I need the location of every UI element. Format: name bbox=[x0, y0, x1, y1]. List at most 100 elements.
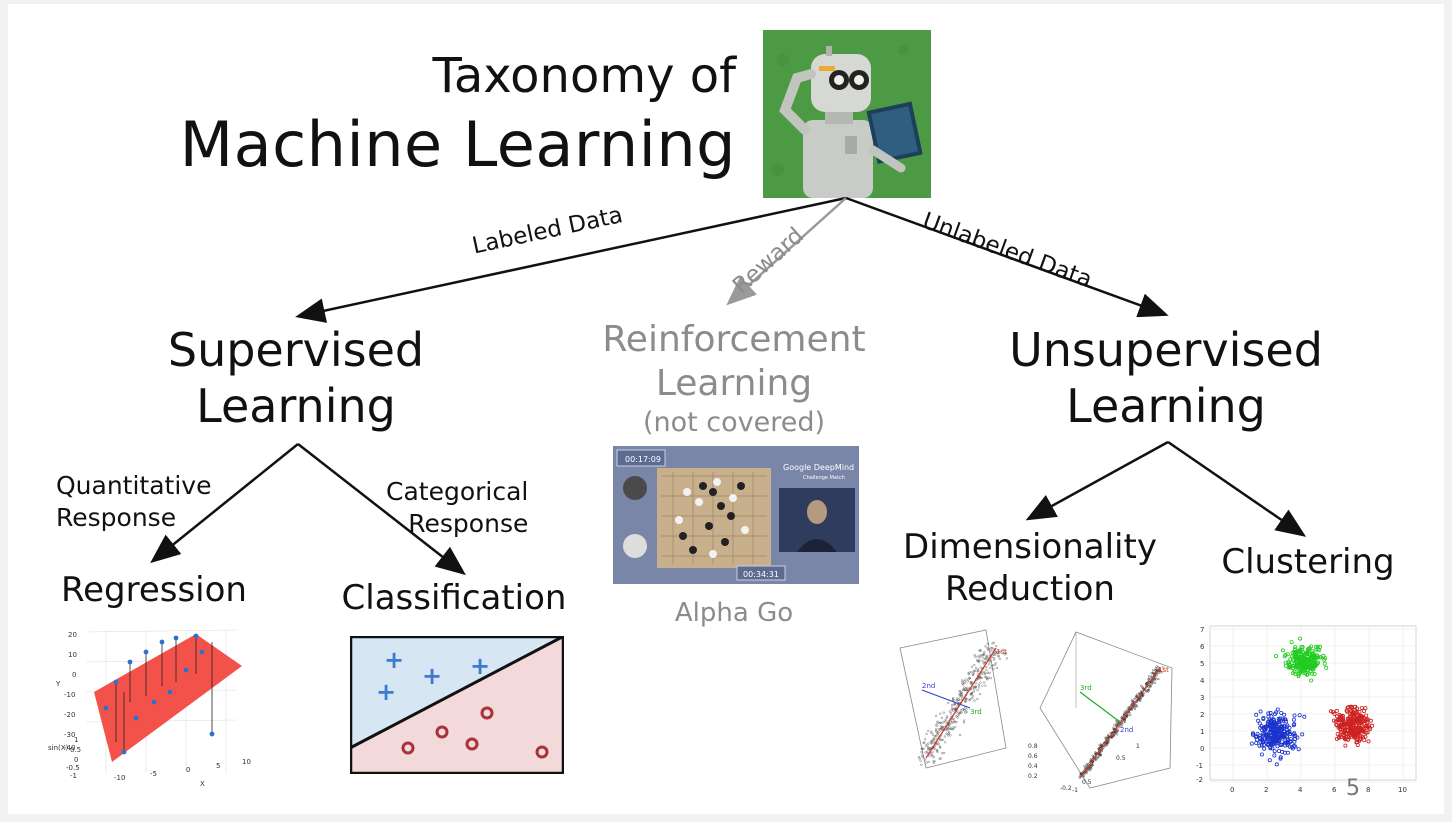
cluster-xtick: 0 bbox=[1230, 786, 1234, 794]
reg-ytick: -20 bbox=[64, 711, 75, 719]
cluster-xtick: 8 bbox=[1366, 786, 1370, 794]
pca1-label-1st: 1st bbox=[996, 648, 1007, 656]
regression-plot: 20 10 0 -1 0 -20 -30 -40 Y sin(X) 1 0.5 0… bbox=[46, 622, 256, 790]
unsupervised-line2: Learning bbox=[1066, 379, 1266, 433]
supervised-line2: Learning bbox=[196, 379, 396, 433]
robot-illustration bbox=[763, 30, 931, 198]
cluster-ytick: 1 bbox=[1200, 728, 1204, 736]
pca2-tick: 1 bbox=[1136, 743, 1140, 750]
reg-xtick: 0 bbox=[186, 766, 190, 774]
title-line1: Taxonomy of bbox=[432, 48, 736, 104]
node-unsupervised: Unsupervised Learning bbox=[1009, 322, 1323, 434]
classification-plot: + + + + bbox=[349, 634, 565, 775]
cluster-ytick: 5 bbox=[1200, 660, 1204, 668]
plus-marker: + bbox=[384, 646, 404, 674]
reg-xlabel: X bbox=[200, 780, 205, 788]
reg-xtick: 10 bbox=[242, 758, 251, 766]
reg-ztick: -1 bbox=[70, 772, 77, 780]
edge-label-quantitative: Quantitative Response bbox=[56, 470, 211, 534]
pca-plot-2: 3rd 1st 2nd 0.8 0.6 0.4 0.2 0.5 -0.2 1 0… bbox=[1020, 628, 1180, 794]
node-regression: Regression bbox=[61, 570, 247, 610]
pca2-tick: 0.6 bbox=[1028, 753, 1038, 760]
reinforcement-note: (not covered) bbox=[642, 407, 826, 438]
quantitative-line2: Response bbox=[56, 503, 177, 532]
node-clustering: Clustering bbox=[1221, 542, 1395, 582]
node-reinforcement: Reinforcement Learning (not covered) bbox=[602, 318, 865, 440]
pca-plot-2-svg: 3rd 1st 2nd 0.8 0.6 0.4 0.2 0.5 -0.2 1 0… bbox=[1028, 631, 1173, 794]
reg-ytick: 20 bbox=[68, 631, 77, 639]
arrow-labeled bbox=[295, 196, 847, 323]
reinforcement-line2: Learning bbox=[655, 363, 813, 404]
cluster-xtick: 6 bbox=[1332, 786, 1337, 794]
cluster-ytick: 6 bbox=[1200, 643, 1205, 651]
categorical-line2: Response bbox=[408, 509, 529, 538]
unsupervised-line1: Unsupervised bbox=[1009, 323, 1323, 377]
cluster-ytick: 2 bbox=[1200, 711, 1204, 719]
slide: Taxonomy of Machine Learning bbox=[8, 4, 1444, 814]
cluster-ytick: 0 bbox=[1200, 745, 1204, 753]
pca2-label-3rd: 3rd bbox=[1080, 684, 1092, 692]
cluster-xtick: 2 bbox=[1264, 786, 1268, 794]
cluster-xtick: 4 bbox=[1298, 786, 1303, 794]
alphago-screen: 00:17:09 Google DeepMind Challenge Match… bbox=[613, 446, 859, 584]
alphago-label: Alpha Go bbox=[674, 598, 794, 628]
regression-plot-svg: 20 10 0 -1 0 -20 -30 -40 Y sin(X) 1 0.5 0… bbox=[48, 629, 251, 788]
circle-marker bbox=[401, 741, 415, 755]
reg-ytick: -30 bbox=[64, 731, 75, 739]
tree-arrows bbox=[150, 196, 1307, 576]
circle-marker bbox=[435, 725, 449, 739]
arrow-dimensionality bbox=[1025, 440, 1169, 521]
pca2-label-1st: 1st bbox=[1158, 666, 1169, 674]
reg-zlabel: sin(X) bbox=[48, 744, 69, 752]
cluster-ytick: 7 bbox=[1200, 626, 1204, 634]
decision-boundary bbox=[349, 634, 565, 750]
reg-ytick: -40 bbox=[64, 744, 75, 752]
reg-ztick: 0 bbox=[74, 756, 78, 764]
cluster-ytick: -1 bbox=[1196, 762, 1203, 770]
categorical-line1: Categorical bbox=[386, 477, 529, 506]
pca2-tick: -0.2 bbox=[1060, 785, 1072, 792]
title-line2: Machine Learning bbox=[179, 108, 736, 181]
reg-xtick: -5 bbox=[150, 770, 157, 778]
alphago-sub: Challenge Match bbox=[803, 475, 845, 481]
circle-marker bbox=[535, 745, 549, 759]
edge-label-categorical: Categorical Response bbox=[386, 476, 528, 540]
dimensionality-line1: Dimensionality bbox=[903, 527, 1157, 567]
regression-plane bbox=[94, 634, 242, 762]
pca2-tick: 0.8 bbox=[1028, 743, 1038, 750]
node-classification: Classification bbox=[341, 578, 567, 618]
cluster-ytick: 3 bbox=[1200, 694, 1204, 702]
reg-ztick: 1 bbox=[74, 736, 78, 744]
reinforcement-line1: Reinforcement bbox=[602, 319, 866, 360]
cluster-ytick: 4 bbox=[1200, 677, 1205, 685]
plus-marker: + bbox=[422, 662, 442, 690]
plus-marker: + bbox=[470, 652, 490, 680]
reg-xtick: 5 bbox=[216, 762, 220, 770]
reg-ytick: 0 bbox=[72, 671, 76, 679]
pca2-tick: 0.5 bbox=[1082, 779, 1092, 786]
circle-marker bbox=[465, 737, 479, 751]
pca2-label-2nd: 2nd bbox=[1120, 726, 1133, 734]
classification-plot-svg: + + + + bbox=[349, 634, 565, 775]
alphago-timer1: 00:17:09 bbox=[625, 455, 661, 464]
cluster-xtick: 10 bbox=[1398, 786, 1407, 794]
reg-ztick: 0.5 bbox=[70, 746, 81, 754]
reg-ztick: -0.5 bbox=[66, 764, 80, 772]
arrow-classification bbox=[297, 443, 466, 576]
robot-image bbox=[763, 30, 931, 198]
pca1-points bbox=[917, 641, 1008, 766]
node-dimensionality: Dimensionality Reduction bbox=[903, 526, 1157, 610]
reg-ytick: 10 bbox=[68, 651, 77, 659]
cluster-plot: 7 6 5 4 3 2 1 0 -1 -2 0 2 4 6 8 10 bbox=[1196, 622, 1418, 794]
supervised-line1: Supervised bbox=[167, 323, 425, 377]
arrow-clustering bbox=[1167, 440, 1307, 537]
dimensionality-line2: Reduction bbox=[945, 569, 1115, 609]
pca2-tick: 0.4 bbox=[1028, 763, 1038, 770]
pca2-tick: 0.2 bbox=[1028, 773, 1038, 780]
page-number: 5 bbox=[1346, 776, 1360, 801]
node-supervised: Supervised Learning bbox=[168, 322, 424, 434]
reg-ylabel: Y bbox=[55, 680, 61, 688]
arrow-reward bbox=[726, 197, 847, 306]
class-region-bottom bbox=[350, 636, 564, 774]
arrow-regression bbox=[150, 443, 299, 564]
